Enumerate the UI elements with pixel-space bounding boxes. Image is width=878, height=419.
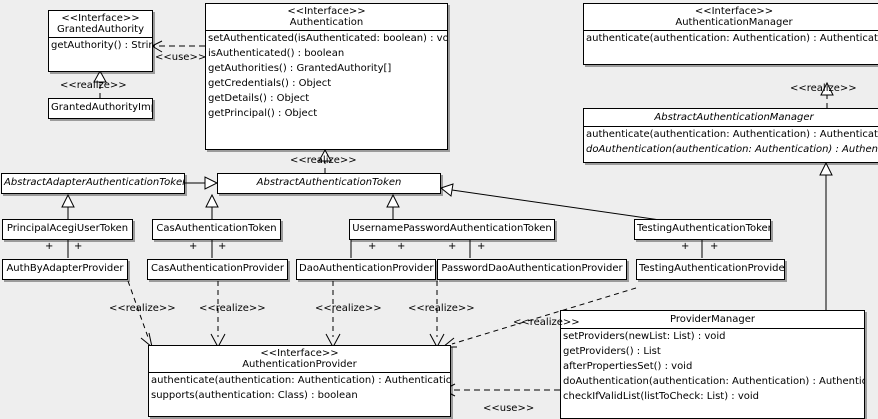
- authentication-manager-name: AuthenticationManager: [675, 17, 793, 28]
- cas-authentication-token-name: CasAuthenticationToken: [156, 223, 277, 234]
- granted-authority-divider: [49, 37, 152, 38]
- operation: getPrincipal() : Object: [208, 108, 318, 119]
- class-box-cas-authentication-provider[interactable]: CasAuthenticationProvider: [147, 259, 288, 280]
- authentication-manager-operations: authenticate(authentication: Authenticat…: [584, 31, 878, 46]
- granted-authority-name: GrantedAuthority: [56, 24, 145, 35]
- edge-label-realize-password-dao-provider: <<realize>>: [408, 303, 475, 314]
- abstract-authentication-manager-operations: authenticate(authentication: Authenticat…: [584, 127, 878, 157]
- assoc-marker: +: [448, 241, 457, 252]
- class-box-granted-authority-impl[interactable]: GrantedAuthorityImpl: [48, 98, 153, 119]
- operation: supports(authentication: Class) : boolea…: [151, 390, 358, 401]
- operation: getAuthorities() : GrantedAuthority[]: [208, 63, 392, 74]
- cas-authentication-provider-name: CasAuthenticationProvider: [151, 263, 284, 274]
- assoc-marker: +: [477, 241, 486, 252]
- operation: authenticate(authentication: Authenticat…: [586, 129, 878, 140]
- class-box-cas-authentication-token[interactable]: CasAuthenticationToken: [152, 219, 281, 240]
- operation: authenticate(authentication: Authenticat…: [151, 375, 450, 386]
- edge-label-use-provider-manager: <<use>>: [483, 403, 535, 414]
- authentication-provider-divider: [149, 372, 450, 373]
- edge-label-realize-auth-by-adapter-provider: <<realize>>: [109, 303, 176, 314]
- granted-authority-stereotype: <<Interface>>: [61, 13, 140, 24]
- testing-authentication-token-name: TestingAuthenticationToken: [637, 223, 771, 234]
- authentication-provider-stereotype: <<Interface>>: [260, 348, 339, 359]
- authentication-provider-operations: authenticate(authentication: Authenticat…: [149, 373, 450, 403]
- granted-authority-header: <<Interface>> GrantedAuthority: [49, 11, 152, 37]
- class-box-authentication-manager[interactable]: <<Interface>> AuthenticationManager auth…: [583, 3, 878, 65]
- assoc-marker: +: [397, 241, 406, 252]
- auth-by-adapter-provider-name: AuthByAdapterProvider: [6, 263, 124, 274]
- class-box-provider-manager[interactable]: ProviderManager setProviders(newList: Li…: [560, 310, 865, 419]
- class-box-dao-authentication-provider[interactable]: DaoAuthenticationProvider: [296, 259, 436, 280]
- class-box-abstract-adapter-authentication-token[interactable]: AbstractAdapterAuthenticationToken: [1, 173, 185, 194]
- assoc-marker: +: [189, 241, 198, 252]
- abstract-authentication-manager-header: AbstractAuthenticationManager: [584, 109, 878, 126]
- authentication-operations: setAuthenticated(isAuthenticated: boolea…: [206, 31, 447, 121]
- edge-label-realize-abstract-authentication-manager: <<realize>>: [790, 83, 857, 94]
- granted-authority-impl-name: GrantedAuthorityImpl: [51, 102, 153, 113]
- authentication-provider-name: AuthenticationProvider: [242, 359, 357, 370]
- assoc-marker: +: [218, 241, 227, 252]
- provider-manager-divider: [561, 328, 864, 329]
- operation: isAuthenticated() : boolean: [208, 48, 345, 59]
- dao-authentication-provider-name: DaoAuthenticationProvider: [299, 263, 434, 274]
- assoc-marker: +: [681, 241, 690, 252]
- provider-manager-header: ProviderManager: [561, 311, 864, 328]
- class-box-password-dao-authentication-provider[interactable]: PasswordDaoAuthenticationProvider: [437, 259, 627, 280]
- operation: doAuthentication(authentication: Authent…: [586, 144, 878, 155]
- class-box-granted-authority[interactable]: <<Interface>> GrantedAuthority getAuthor…: [48, 10, 153, 72]
- principal-acegi-user-token-name: PrincipalAcegiUserToken: [6, 223, 129, 234]
- edge-label-realize-testing-provider: <<realize>>: [513, 317, 580, 328]
- assoc-marker: +: [710, 241, 719, 252]
- operation: doAuthentication(authentication: Authent…: [563, 376, 864, 387]
- abstract-adapter-authentication-token-name: AbstractAdapterAuthenticationToken: [4, 177, 185, 188]
- operation: afterPropertiesSet() : void: [563, 361, 693, 372]
- testing-authentication-provider-name: TestingAuthenticationProvider: [639, 263, 785, 274]
- password-dao-authentication-provider-name: PasswordDaoAuthenticationProvider: [441, 263, 623, 274]
- edge-label-realize-abstract-authentication-token: <<realize>>: [290, 155, 357, 166]
- authentication-stereotype: <<Interface>>: [287, 6, 366, 17]
- operation: getCredentials() : Object: [208, 78, 332, 89]
- operation: checkIfValidList(listToCheck: List) : vo…: [563, 391, 760, 402]
- abstract-authentication-manager-divider: [584, 126, 878, 127]
- authentication-header: <<Interface>> Authentication: [206, 4, 447, 30]
- class-box-principal-acegi-user-token[interactable]: PrincipalAcegiUserToken: [2, 219, 133, 240]
- authentication-manager-divider: [584, 30, 878, 31]
- assoc-marker: +: [368, 241, 377, 252]
- class-box-testing-authentication-token[interactable]: TestingAuthenticationToken: [634, 219, 771, 240]
- class-box-abstract-authentication-manager[interactable]: AbstractAuthenticationManager authentica…: [583, 108, 878, 163]
- operation: authenticate(authentication: Authenticat…: [586, 33, 878, 44]
- abstract-authentication-token-name: AbstractAuthenticationToken: [256, 177, 402, 188]
- provider-manager-name: ProviderManager: [669, 314, 755, 325]
- authentication-divider: [206, 30, 447, 31]
- authentication-provider-header: <<Interface>> AuthenticationProvider: [149, 346, 450, 372]
- operation: getProviders() : List: [563, 346, 661, 357]
- assoc-marker: +: [74, 241, 83, 252]
- username-password-authentication-token-name: UsernamePasswordAuthenticationToken: [352, 223, 552, 234]
- class-box-authentication-provider[interactable]: <<Interface>> AuthenticationProvider aut…: [148, 345, 451, 417]
- operation: setProviders(newList: List) : void: [563, 331, 726, 342]
- provider-manager-operations: setProviders(newList: List) : void getPr…: [561, 329, 864, 404]
- edge-label-realize-dao-provider: <<realize>>: [315, 303, 382, 314]
- granted-authority-operations: getAuthority() : String: [49, 38, 152, 53]
- edge-label-use-granted-authority: <<use>>: [155, 52, 207, 63]
- operation: getDetails() : Object: [208, 93, 310, 104]
- class-box-testing-authentication-provider[interactable]: TestingAuthenticationProvider: [636, 259, 785, 280]
- authentication-name: Authentication: [289, 17, 364, 28]
- operation: getAuthority() : String: [51, 40, 152, 51]
- class-box-abstract-authentication-token[interactable]: AbstractAuthenticationToken: [217, 173, 441, 194]
- authentication-manager-stereotype: <<Interface>>: [694, 6, 774, 17]
- class-box-authentication[interactable]: <<Interface>> Authentication setAuthenti…: [205, 3, 448, 150]
- class-box-username-password-authentication-token[interactable]: UsernamePasswordAuthenticationToken: [349, 219, 555, 240]
- operation: setAuthenticated(isAuthenticated: boolea…: [208, 33, 447, 44]
- abstract-authentication-manager-name: AbstractAuthenticationManager: [654, 112, 814, 123]
- authentication-manager-header: <<Interface>> AuthenticationManager: [584, 4, 878, 30]
- edge-label-realize-cas-provider: <<realize>>: [199, 303, 266, 314]
- edge-label-realize-granted-authority-impl: <<realize>>: [60, 80, 127, 91]
- class-box-auth-by-adapter-provider[interactable]: AuthByAdapterProvider: [2, 259, 128, 280]
- assoc-marker: +: [45, 241, 54, 252]
